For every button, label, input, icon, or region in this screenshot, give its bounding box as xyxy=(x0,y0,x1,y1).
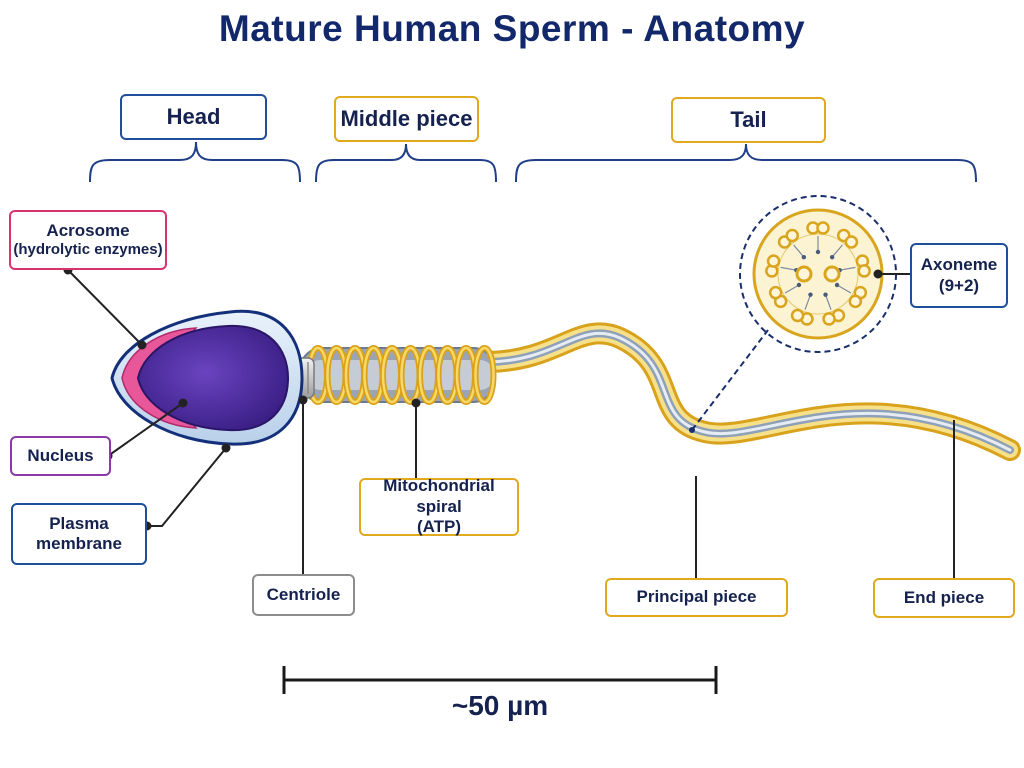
tail-region-label: Tail xyxy=(671,97,826,143)
spoke-head xyxy=(815,249,821,255)
head-region-label: Head xyxy=(120,94,267,140)
microtubule-doublet xyxy=(766,254,781,268)
spoke-head xyxy=(823,292,828,297)
tail-flagellum xyxy=(479,322,1021,461)
sperm-head xyxy=(110,309,304,446)
head-brace xyxy=(89,141,301,183)
radial-spoke xyxy=(824,294,832,310)
mitochondrial-spiral xyxy=(306,345,497,405)
radial-spoke xyxy=(793,244,805,258)
scale-bar xyxy=(282,666,718,694)
spoke-head xyxy=(829,254,835,260)
mitochondrial-spiral-label: Mitochondrial spiral (ATP) xyxy=(359,476,519,536)
plasma-membrane-label: Plasma membrane xyxy=(11,503,147,565)
radial-spoke xyxy=(780,266,797,271)
microtubule-doublet xyxy=(816,221,830,235)
microtubule-doublet xyxy=(857,264,871,278)
spoke-head xyxy=(796,282,802,288)
principal-piece-label: Principal piece xyxy=(605,578,788,617)
microtubule-doublet xyxy=(822,312,836,326)
radial-spoke xyxy=(804,294,812,310)
nucleus-shape xyxy=(136,324,290,432)
plasma-membrane-leader xyxy=(147,447,227,527)
spoke-head xyxy=(801,254,807,260)
microtubule-doublet xyxy=(768,285,783,300)
spoke-head xyxy=(834,282,840,288)
middle-piece-brace xyxy=(315,143,497,183)
axoneme-cross-section xyxy=(739,195,897,353)
spoke-head xyxy=(808,292,813,297)
radial-spoke xyxy=(784,284,800,294)
centriole-label: Centriole xyxy=(252,574,355,616)
radial-spoke xyxy=(839,266,856,271)
microtubule-doublet xyxy=(844,235,859,249)
axoneme-label: Axoneme (9+2) xyxy=(910,243,1008,308)
axoneme-zoom-line xyxy=(691,329,769,431)
radial-spoke xyxy=(836,284,852,294)
acrosome-leader xyxy=(67,269,143,346)
end-piece-label: End piece xyxy=(873,578,1015,618)
middle-piece-region-label: Middle piece xyxy=(334,96,479,142)
microtubule-doublet xyxy=(790,308,805,323)
microtubule-doublet xyxy=(785,228,800,243)
mitochondrion-coil-highlight xyxy=(474,346,495,404)
acrosome-label: Acrosome (hydrolytic enzymes) xyxy=(9,210,167,270)
microtubule-doublet xyxy=(848,294,863,309)
nucleus-label: Nucleus xyxy=(10,436,111,476)
tail-brace xyxy=(515,143,977,183)
radial-spoke xyxy=(831,244,843,258)
nucleus-leader xyxy=(107,402,184,457)
page-title: Mature Human Sperm - Anatomy xyxy=(218,8,806,49)
scale-bar-label: ~50 µm xyxy=(451,690,549,721)
